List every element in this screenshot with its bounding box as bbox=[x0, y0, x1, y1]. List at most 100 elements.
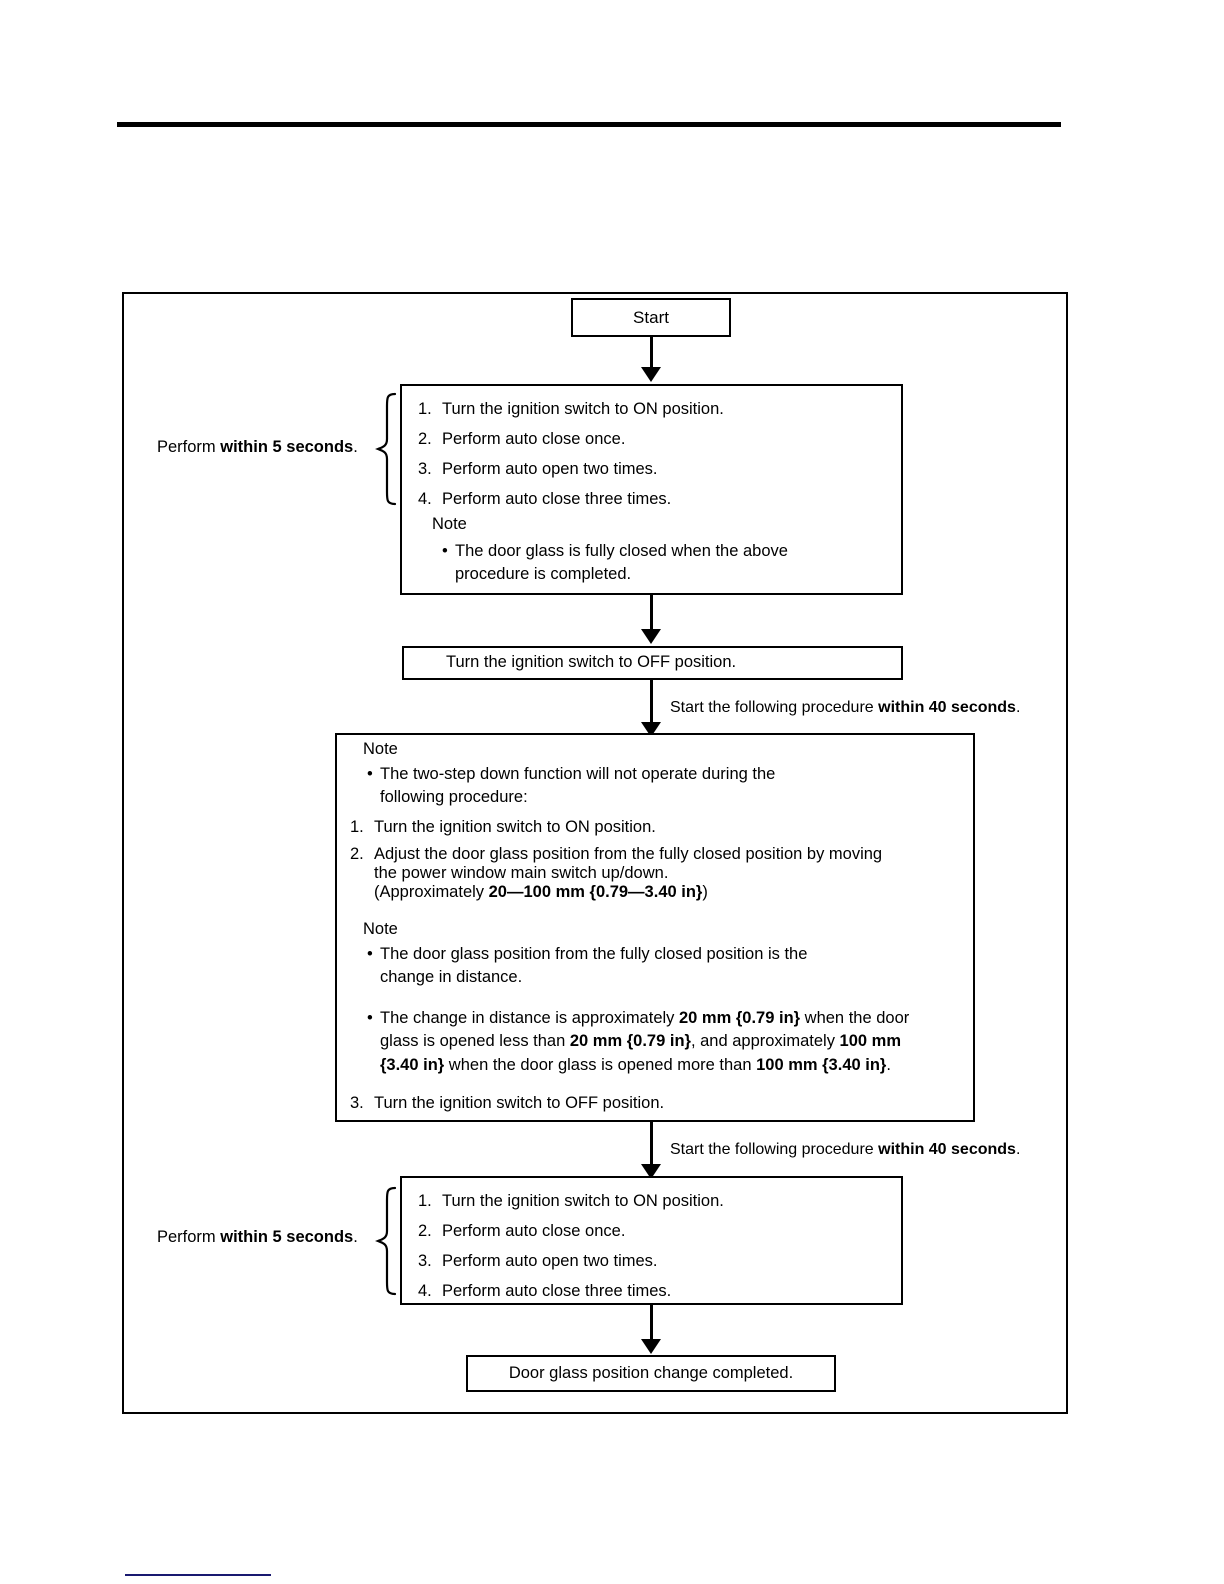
step3-item-2-extra-suffix: ) bbox=[702, 883, 708, 901]
step3-item-list: 1. Turn the ignition switch to ON positi… bbox=[350, 818, 930, 902]
annotation-within-40-seconds-2: Start the following procedure within 40 … bbox=[670, 1141, 1020, 1159]
step4-box bbox=[400, 1176, 903, 1305]
bold1: 20 mm {0.79 in} bbox=[679, 1008, 801, 1027]
arrowhead-step3-to-step4 bbox=[641, 1164, 661, 1179]
step3-box bbox=[335, 733, 975, 1122]
arrowhead-step4-to-end bbox=[641, 1339, 661, 1354]
step2-box: Turn the ignition switch to OFF position… bbox=[402, 646, 903, 680]
list-item: 4. Perform auto close three times. bbox=[418, 490, 888, 509]
step4-item-2-text: Perform auto close once. bbox=[442, 1222, 626, 1240]
connector-start-to-step1 bbox=[650, 337, 653, 371]
step1-brace-icon bbox=[375, 392, 397, 511]
annotation-within-40-seconds-1: Start the following procedure within 40 … bbox=[670, 699, 1020, 717]
bullet-icon: • bbox=[367, 765, 373, 783]
step4-item-2-index: 2. bbox=[418, 1222, 432, 1240]
step1-item-3-index: 3. bbox=[418, 460, 432, 478]
step3-note-top-heading: Note bbox=[363, 740, 398, 758]
step4-side-label-prefix: Perform bbox=[157, 1228, 221, 1246]
step3-item-1-text: Turn the ignition switch to ON position. bbox=[374, 818, 656, 836]
list-item: 3. Perform auto open two times. bbox=[418, 1252, 888, 1271]
annotation1-suffix: . bbox=[1015, 699, 1021, 716]
step4-item-4-text: Perform auto close three times. bbox=[442, 1282, 672, 1300]
step3-note-top-bullet: • The two-step down function will not op… bbox=[367, 763, 923, 810]
step3-item-2-text: Adjust the door glass position from the … bbox=[374, 845, 904, 902]
seg5: . bbox=[886, 1055, 891, 1074]
connector-step4-to-end bbox=[650, 1305, 653, 1343]
list-item: 3. Turn the ignition switch to OFF posit… bbox=[350, 1094, 910, 1113]
bold4: 100 mm {3.40 in} bbox=[756, 1055, 887, 1074]
bullet-icon: • bbox=[442, 542, 448, 560]
list-item: 2. Perform auto close once. bbox=[418, 430, 888, 449]
seg3: , and approximately bbox=[690, 1032, 840, 1051]
step1-box bbox=[400, 384, 903, 595]
arrowhead-start-to-step1 bbox=[641, 367, 661, 382]
step1-note-heading: Note bbox=[432, 515, 467, 533]
annotation1-bold: within 40 seconds bbox=[878, 699, 1016, 716]
step3-item-3-row: 3. Turn the ignition switch to OFF posit… bbox=[350, 1094, 910, 1113]
step1-item-1-text: Turn the ignition switch to ON position. bbox=[442, 400, 724, 418]
step1-note-block: Note • The door glass is fully closed wh… bbox=[432, 515, 832, 587]
step1-note-bullet-text: The door glass is fully closed when the … bbox=[455, 542, 788, 584]
step3-note-mid-bullet-2: • The change in distance is approximatel… bbox=[367, 1007, 943, 1077]
step1-side-label-bold: within 5 seconds bbox=[220, 438, 354, 456]
annotation1-prefix: Start the following procedure bbox=[670, 699, 879, 716]
step1-item-4-index: 4. bbox=[418, 490, 432, 508]
list-item: 1. Turn the ignition switch to ON positi… bbox=[350, 818, 930, 837]
step3-item-1-index: 1. bbox=[350, 818, 364, 836]
step3-note-mid-heading: Note bbox=[363, 920, 398, 938]
step4-side-label-suffix: . bbox=[353, 1228, 358, 1246]
seg2: when the door glass is opened less than bbox=[380, 1008, 910, 1051]
step1-item-2-text: Perform auto close once. bbox=[442, 430, 626, 448]
page-header-rule bbox=[117, 122, 1061, 127]
list-item: 2. Perform auto close once. bbox=[418, 1222, 888, 1241]
connector-step2-to-step3 bbox=[650, 680, 653, 728]
step1-item-2-index: 2. bbox=[418, 430, 432, 448]
list-item: 3. Perform auto open two times. bbox=[418, 460, 888, 479]
step4-item-1-text: Turn the ignition switch to ON position. bbox=[442, 1192, 724, 1210]
step3-note-top: Note • The two-step down function will n… bbox=[363, 740, 923, 810]
step3-item-3-index: 3. bbox=[350, 1094, 364, 1112]
list-item: 1. Turn the ignition switch to ON positi… bbox=[418, 400, 888, 419]
step3-note-mid-bullet-1: • The door glass position from the fully… bbox=[367, 943, 943, 990]
step4-side-label: Perform within 5 seconds. bbox=[157, 1228, 358, 1247]
step1-item-1-index: 1. bbox=[418, 400, 432, 418]
step3-item-3-text: Turn the ignition switch to OFF position… bbox=[374, 1094, 665, 1112]
bold2: 20 mm {0.79 in} bbox=[569, 1032, 691, 1051]
list-item: 1. Turn the ignition switch to ON positi… bbox=[418, 1192, 888, 1211]
step3-item-2-extra-prefix: (Approximately bbox=[374, 883, 489, 901]
end-box-label: Door glass position change completed. bbox=[508, 1363, 794, 1382]
step3-note-mid-bullet-2-text: The change in distance is approximately … bbox=[380, 1007, 925, 1077]
list-item: 4. Perform auto close three times. bbox=[418, 1282, 888, 1301]
arrowhead-step1-to-step2 bbox=[641, 629, 661, 644]
bold3: 100 mm {3.40 in} bbox=[380, 1032, 902, 1074]
step1-note-bullet: • The door glass is fully closed when th… bbox=[442, 540, 832, 587]
annotation2-bold: within 40 seconds bbox=[878, 1141, 1016, 1158]
step3-item-2-index: 2. bbox=[350, 845, 364, 863]
flowchart-frame bbox=[122, 292, 1068, 1414]
step4-side-label-bold: within 5 seconds bbox=[220, 1228, 354, 1246]
step4-item-list: 1. Turn the ignition switch to ON positi… bbox=[418, 1192, 888, 1301]
step3-item-2-extra-bold: 20—100 mm {0.79—3.40 in} bbox=[488, 883, 703, 901]
step2-label: Turn the ignition switch to OFF position… bbox=[446, 653, 737, 672]
start-box: Start bbox=[571, 298, 731, 337]
step3-item-2-main: Adjust the door glass position from the … bbox=[374, 845, 883, 882]
step4-item-3-index: 3. bbox=[418, 1252, 432, 1270]
step1-side-label-suffix: . bbox=[353, 438, 358, 456]
step1-item-list: 1. Turn the ignition switch to ON positi… bbox=[418, 400, 888, 509]
step4-item-3-text: Perform auto open two times. bbox=[442, 1252, 658, 1270]
seg4: when the door glass is opened more than bbox=[444, 1055, 757, 1074]
connector-step3-to-step4 bbox=[650, 1122, 653, 1170]
connector-step1-to-step2 bbox=[650, 595, 653, 631]
step1-side-label-prefix: Perform bbox=[157, 438, 221, 456]
step4-brace-icon bbox=[375, 1186, 397, 1301]
bullet-icon: • bbox=[367, 1008, 373, 1027]
annotation2-prefix: Start the following procedure bbox=[670, 1141, 879, 1158]
step1-item-4-text: Perform auto close three times. bbox=[442, 490, 672, 508]
seg1: The change in distance is approximately bbox=[380, 1008, 679, 1027]
list-item: 2. Adjust the door glass position from t… bbox=[350, 845, 930, 902]
step4-item-1-index: 1. bbox=[418, 1192, 432, 1210]
step1-side-label: Perform within 5 seconds. bbox=[157, 438, 358, 457]
annotation2-suffix: . bbox=[1015, 1141, 1021, 1158]
step3-note-mid-bullet-1-text: The door glass position from the fully c… bbox=[380, 945, 808, 987]
page-footer-rule bbox=[125, 1574, 271, 1576]
